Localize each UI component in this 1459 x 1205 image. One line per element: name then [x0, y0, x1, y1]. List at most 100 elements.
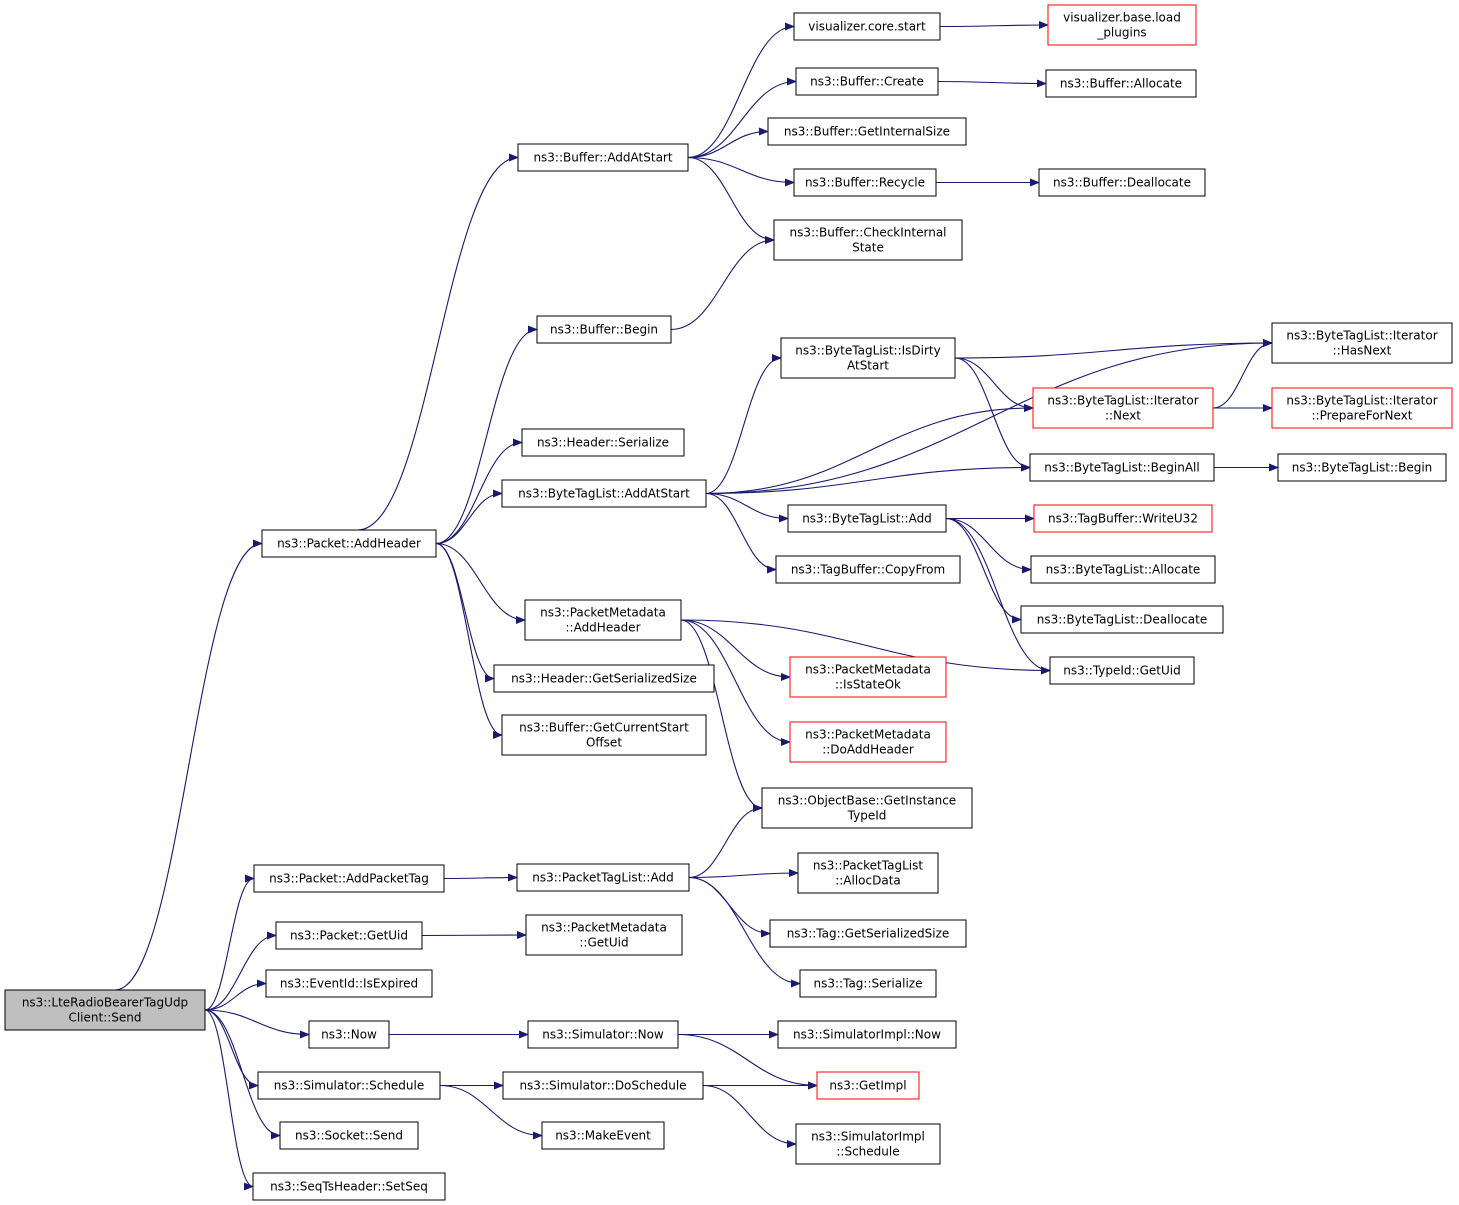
node-buf-create[interactable]: ns3::Buffer::Create — [795, 67, 939, 96]
node-buf-deallocate[interactable]: ns3::Buffer::Deallocate — [1038, 168, 1206, 197]
node-label: ns3::Tag::Serialize — [814, 977, 923, 991]
node-label: ns3::TagBuffer::WriteU32 — [1048, 512, 1198, 526]
node-box — [265, 969, 433, 998]
node-pm-addheader[interactable]: ns3::PacketMetadata::AddHeader — [524, 599, 682, 641]
node-typeid-getuid[interactable]: ns3::TypeId::GetUid — [1049, 656, 1195, 685]
node-viz-start[interactable]: visualizer.core.start — [793, 12, 941, 41]
node-box — [308, 1020, 390, 1049]
node-getimpl[interactable]: ns3::GetImpl — [816, 1071, 920, 1100]
node-ptl-add[interactable]: ns3::PacketTagList::Add — [516, 863, 690, 892]
node-pkt-addheader[interactable]: ns3::Packet::AddHeader — [261, 529, 437, 558]
node-box — [252, 1172, 446, 1201]
node-sim-schedule[interactable]: ns3::Simulator::Schedule — [257, 1071, 441, 1100]
node-box — [773, 219, 963, 261]
node-btli-hasnext[interactable]: ns3::ByteTagList::Iterator::HasNext — [1271, 322, 1453, 364]
node-pm-getuid[interactable]: ns3::PacketMetadata::GetUid — [525, 914, 683, 956]
node-hdr-getsersize[interactable]: ns3::Header::GetSerializedSize — [493, 664, 715, 693]
node-btl-addatstart[interactable]: ns3::ByteTagList::AddAtStart — [501, 479, 707, 508]
node-simimpl-now[interactable]: ns3::SimulatorImpl::Now — [777, 1020, 957, 1049]
node-now[interactable]: ns3::Now — [308, 1020, 390, 1049]
node-pkt-getuid[interactable]: ns3::Packet::GetUid — [275, 921, 423, 950]
node-label: ::Next — [1105, 409, 1141, 423]
node-label: TypeId — [847, 809, 887, 823]
node-btl-beginall[interactable]: ns3::ByteTagList::BeginAll — [1029, 453, 1215, 482]
edge-sim-now-to-getimpl — [677, 1033, 818, 1090]
nodes-layer: ns3::LteRadioBearerTagUdpClient::Sendns3… — [4, 4, 1453, 1201]
node-box — [279, 1121, 419, 1150]
node-ptl-allocdata[interactable]: ns3::PacketTagList::AllocData — [797, 852, 939, 894]
node-label: ns3::ByteTagList::Add — [802, 512, 932, 526]
node-sim-doschedule[interactable]: ns3::Simulator::DoSchedule — [502, 1071, 704, 1100]
node-box — [541, 1121, 665, 1150]
node-box — [1271, 387, 1453, 429]
node-box — [493, 664, 715, 693]
node-label: ns3::Buffer::Create — [810, 75, 924, 89]
node-sim-now[interactable]: ns3::Simulator::Now — [527, 1020, 679, 1049]
node-box — [521, 428, 685, 457]
node-box — [789, 721, 947, 763]
edge-root-to-sim-schedule — [204, 1009, 259, 1090]
node-makeevent[interactable]: ns3::MakeEvent — [541, 1121, 665, 1150]
node-eventid-isexpired[interactable]: ns3::EventId::IsExpired — [265, 969, 433, 998]
node-tag-getsersize[interactable]: ns3::Tag::GetSerializedSize — [769, 919, 967, 948]
node-label: ns3::Packet::GetUid — [290, 929, 408, 943]
node-pm-doaddheader[interactable]: ns3::PacketMetadata::DoAddHeader — [789, 721, 947, 763]
node-buf-allocate[interactable]: ns3::Buffer::Allocate — [1045, 69, 1197, 98]
node-btl-allocate[interactable]: ns3::ByteTagList::Allocate — [1030, 555, 1216, 584]
node-label: ::Schedule — [836, 1145, 899, 1159]
node-btli-next[interactable]: ns3::ByteTagList::Iterator::Next — [1032, 387, 1214, 429]
node-box — [1029, 453, 1215, 482]
node-tag-serialize[interactable]: ns3::Tag::Serialize — [799, 969, 937, 998]
node-buf-addatstart[interactable]: ns3::Buffer::AddAtStart — [517, 143, 689, 172]
node-box — [1271, 322, 1453, 364]
node-buf-recycle[interactable]: ns3::Buffer::Recycle — [793, 168, 937, 197]
node-box — [769, 919, 967, 948]
node-tagbuf-writeu32[interactable]: ns3::TagBuffer::WriteU32 — [1033, 504, 1213, 533]
node-box — [257, 1071, 441, 1100]
node-label: ns3::LteRadioBearerTagUdp — [22, 996, 188, 1010]
node-tagbuf-copyfrom[interactable]: ns3::TagBuffer::CopyFrom — [775, 555, 961, 584]
node-label: ns3::Buffer::Begin — [550, 323, 658, 337]
node-box — [789, 656, 947, 698]
node-simimpl-schedule[interactable]: ns3::SimulatorImpl::Schedule — [795, 1123, 941, 1165]
node-label: ns3::PacketMetadata — [540, 606, 666, 620]
node-label: ns3::ByteTagList::AddAtStart — [518, 487, 690, 501]
edge-root-to-eventid-isexpired — [204, 979, 267, 1011]
edge-btl-add-to-btl-allocate — [945, 517, 1032, 574]
node-box — [1032, 387, 1214, 429]
node-btl-begin[interactable]: ns3::ByteTagList::Begin — [1277, 453, 1447, 482]
edge-btl-addatstart-to-btli-next — [705, 404, 1034, 495]
edge-btl-addatstart-to-btl-add — [705, 492, 789, 523]
node-btli-preparefornext[interactable]: ns3::ByteTagList::Iterator::PrepareForNe… — [1271, 387, 1453, 429]
node-pm-isstateok[interactable]: ns3::PacketMetadata::IsStateOk — [789, 656, 947, 698]
edge-pkt-addheader-to-pm-addheader — [435, 542, 526, 624]
edge-root-to-pkt-addpackettag — [204, 874, 255, 1011]
edge-buf-addatstart-to-buf-getintsize — [687, 127, 769, 159]
node-box — [1049, 656, 1195, 685]
node-label: ns3::Buffer::GetCurrentStart — [519, 721, 689, 735]
node-buf-getintsize[interactable]: ns3::Buffer::GetInternalSize — [767, 117, 967, 146]
node-box — [536, 315, 672, 344]
node-box — [780, 337, 956, 379]
node-label: State — [852, 241, 884, 255]
node-viz-loadplugins[interactable]: visualizer.base.load_plugins — [1047, 4, 1197, 46]
edge-pkt-addheader-to-buf-getcurstart — [435, 542, 503, 739]
node-pkt-addpackettag[interactable]: ns3::Packet::AddPacketTag — [253, 864, 445, 893]
node-btl-deallocate[interactable]: ns3::ByteTagList::Deallocate — [1020, 605, 1224, 634]
node-socket-send[interactable]: ns3::Socket::Send — [279, 1121, 419, 1150]
node-box — [4, 989, 206, 1031]
node-box — [797, 852, 939, 894]
node-label: ns3::Simulator::DoSchedule — [519, 1079, 686, 1093]
node-hdr-serialize[interactable]: ns3::Header::Serialize — [521, 428, 685, 457]
node-buf-begin[interactable]: ns3::Buffer::Begin — [536, 315, 672, 344]
node-seqts-setseq[interactable]: ns3::SeqTsHeader::SetSeq — [252, 1172, 446, 1201]
edge-btl-isdirty-to-btl-beginall — [954, 357, 1031, 472]
node-btl-add[interactable]: ns3::ByteTagList::Add — [787, 504, 947, 533]
edge-buf-addatstart-to-buf-recycle — [687, 156, 795, 187]
edge-root-to-socket-send — [204, 1009, 281, 1140]
